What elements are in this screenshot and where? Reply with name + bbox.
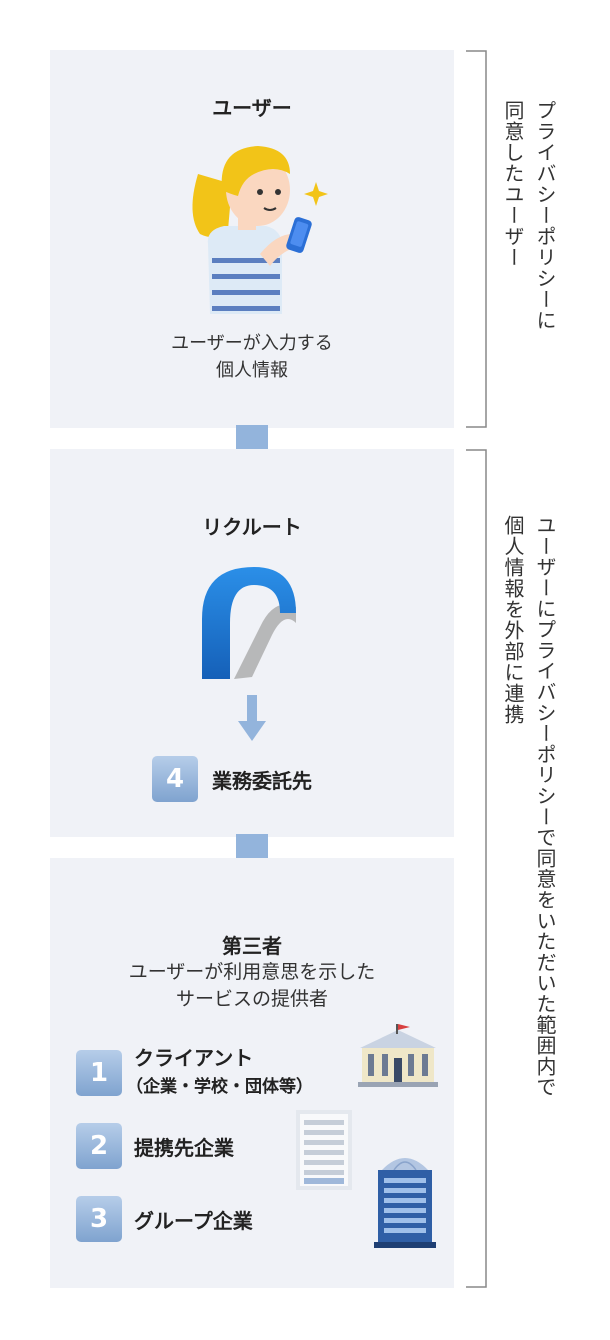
recruit-panel: リクルート 4 業務委託先 xyxy=(50,449,454,837)
item-3-label: グループ企業 xyxy=(134,1209,253,1233)
recruit-title: リクルート xyxy=(202,515,302,539)
item-1-sublabel: （企業・学校・団体等） xyxy=(126,1077,313,1097)
school-building-icon xyxy=(358,1024,438,1087)
item-2-badge: 2 xyxy=(76,1123,122,1169)
tower-building-icon xyxy=(374,1158,436,1248)
item-2-label: 提携先企業 xyxy=(134,1136,234,1160)
third-party-subtitle-line2: サービスの提供者 xyxy=(175,988,328,1010)
scope-bracket xyxy=(466,449,487,1288)
user-title: ユーザー xyxy=(212,96,292,120)
third-party-title: 第三者 xyxy=(222,934,282,958)
outsource-label: 業務委託先 xyxy=(212,769,312,793)
small-arrow-icon xyxy=(238,695,266,741)
scope-label-line2: 個人情報を外部に連携 xyxy=(501,515,525,725)
office-building-icon xyxy=(296,1110,352,1190)
consent-label-line2: 同意したユーザー xyxy=(501,100,525,268)
user-caption-line1: ユーザーが入力する xyxy=(171,333,333,354)
consent-bracket xyxy=(466,50,487,428)
user-panel: ユーザー ユーザーが入力する 個人情報 xyxy=(50,50,454,428)
third-party-panel: 第三者 ユーザーが利用意思を示した サービスの提供者 1 クライアント （企業・… xyxy=(50,858,454,1288)
item-3-badge: 3 xyxy=(76,1196,122,1242)
recruit-logo-icon xyxy=(202,567,296,679)
third-party-subtitle-line1: ユーザーが利用意思を示した xyxy=(128,961,376,983)
item-1-badge: 1 xyxy=(76,1050,122,1096)
user-illustration xyxy=(192,146,328,314)
item-1-label: クライアント xyxy=(134,1046,254,1070)
scope-label-line1: ユーザーにプライバシーポリシーで同意をいただいた範囲内で xyxy=(533,515,557,1098)
consent-label-line1: プライバシーポリシーに xyxy=(533,100,557,331)
user-caption-line2: 個人情報 xyxy=(216,360,288,381)
outsource-number-badge: 4 xyxy=(152,756,198,802)
